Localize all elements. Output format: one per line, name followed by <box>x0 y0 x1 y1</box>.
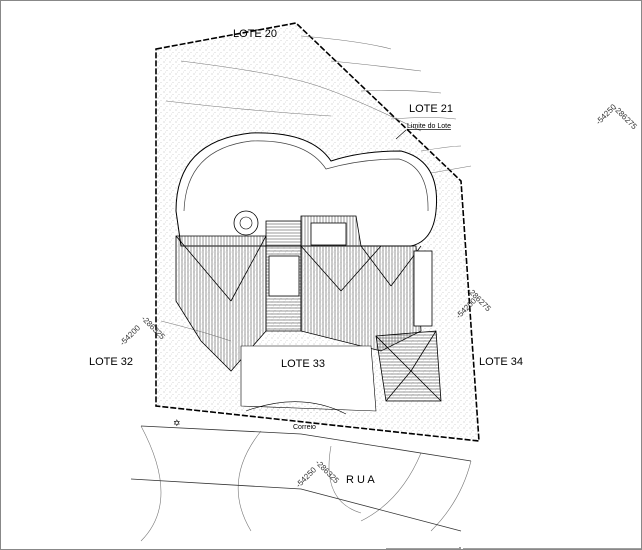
label-lote-32: LOTE 32 <box>89 356 133 368</box>
road-edge-bottom <box>130 478 462 532</box>
tree-symbol-icon: ✡ <box>173 418 181 428</box>
title-block <box>386 547 641 549</box>
label-correio: Correio <box>293 424 316 431</box>
coordinate-marker-n: -286275 <box>612 104 640 132</box>
house-roofs <box>175 215 442 402</box>
round-terrace <box>233 210 259 236</box>
svg-text:-54200: -54200 <box>118 323 142 347</box>
label-rua: R U A <box>346 474 375 486</box>
coordinate-marker: -54250 <box>594 102 618 126</box>
svg-text:-54250: -54250 <box>594 102 618 126</box>
label-lote-34: LOTE 34 <box>479 356 523 368</box>
label-limite-do-lote: Limite do Lote <box>407 123 451 130</box>
svg-text:-54250: -54250 <box>294 465 318 489</box>
coordinate-marker: -54200 <box>118 323 142 347</box>
road-edge-top <box>140 425 472 462</box>
label-lote-21: LOTE 21 <box>409 103 453 115</box>
svg-text:-286275: -286275 <box>612 104 640 132</box>
label-lote-20: LOTE 20 <box>233 28 277 40</box>
label-lote-33: LOTE 33 <box>281 358 325 370</box>
driveway <box>240 345 377 412</box>
coordinate-marker: -54250 <box>294 465 318 489</box>
